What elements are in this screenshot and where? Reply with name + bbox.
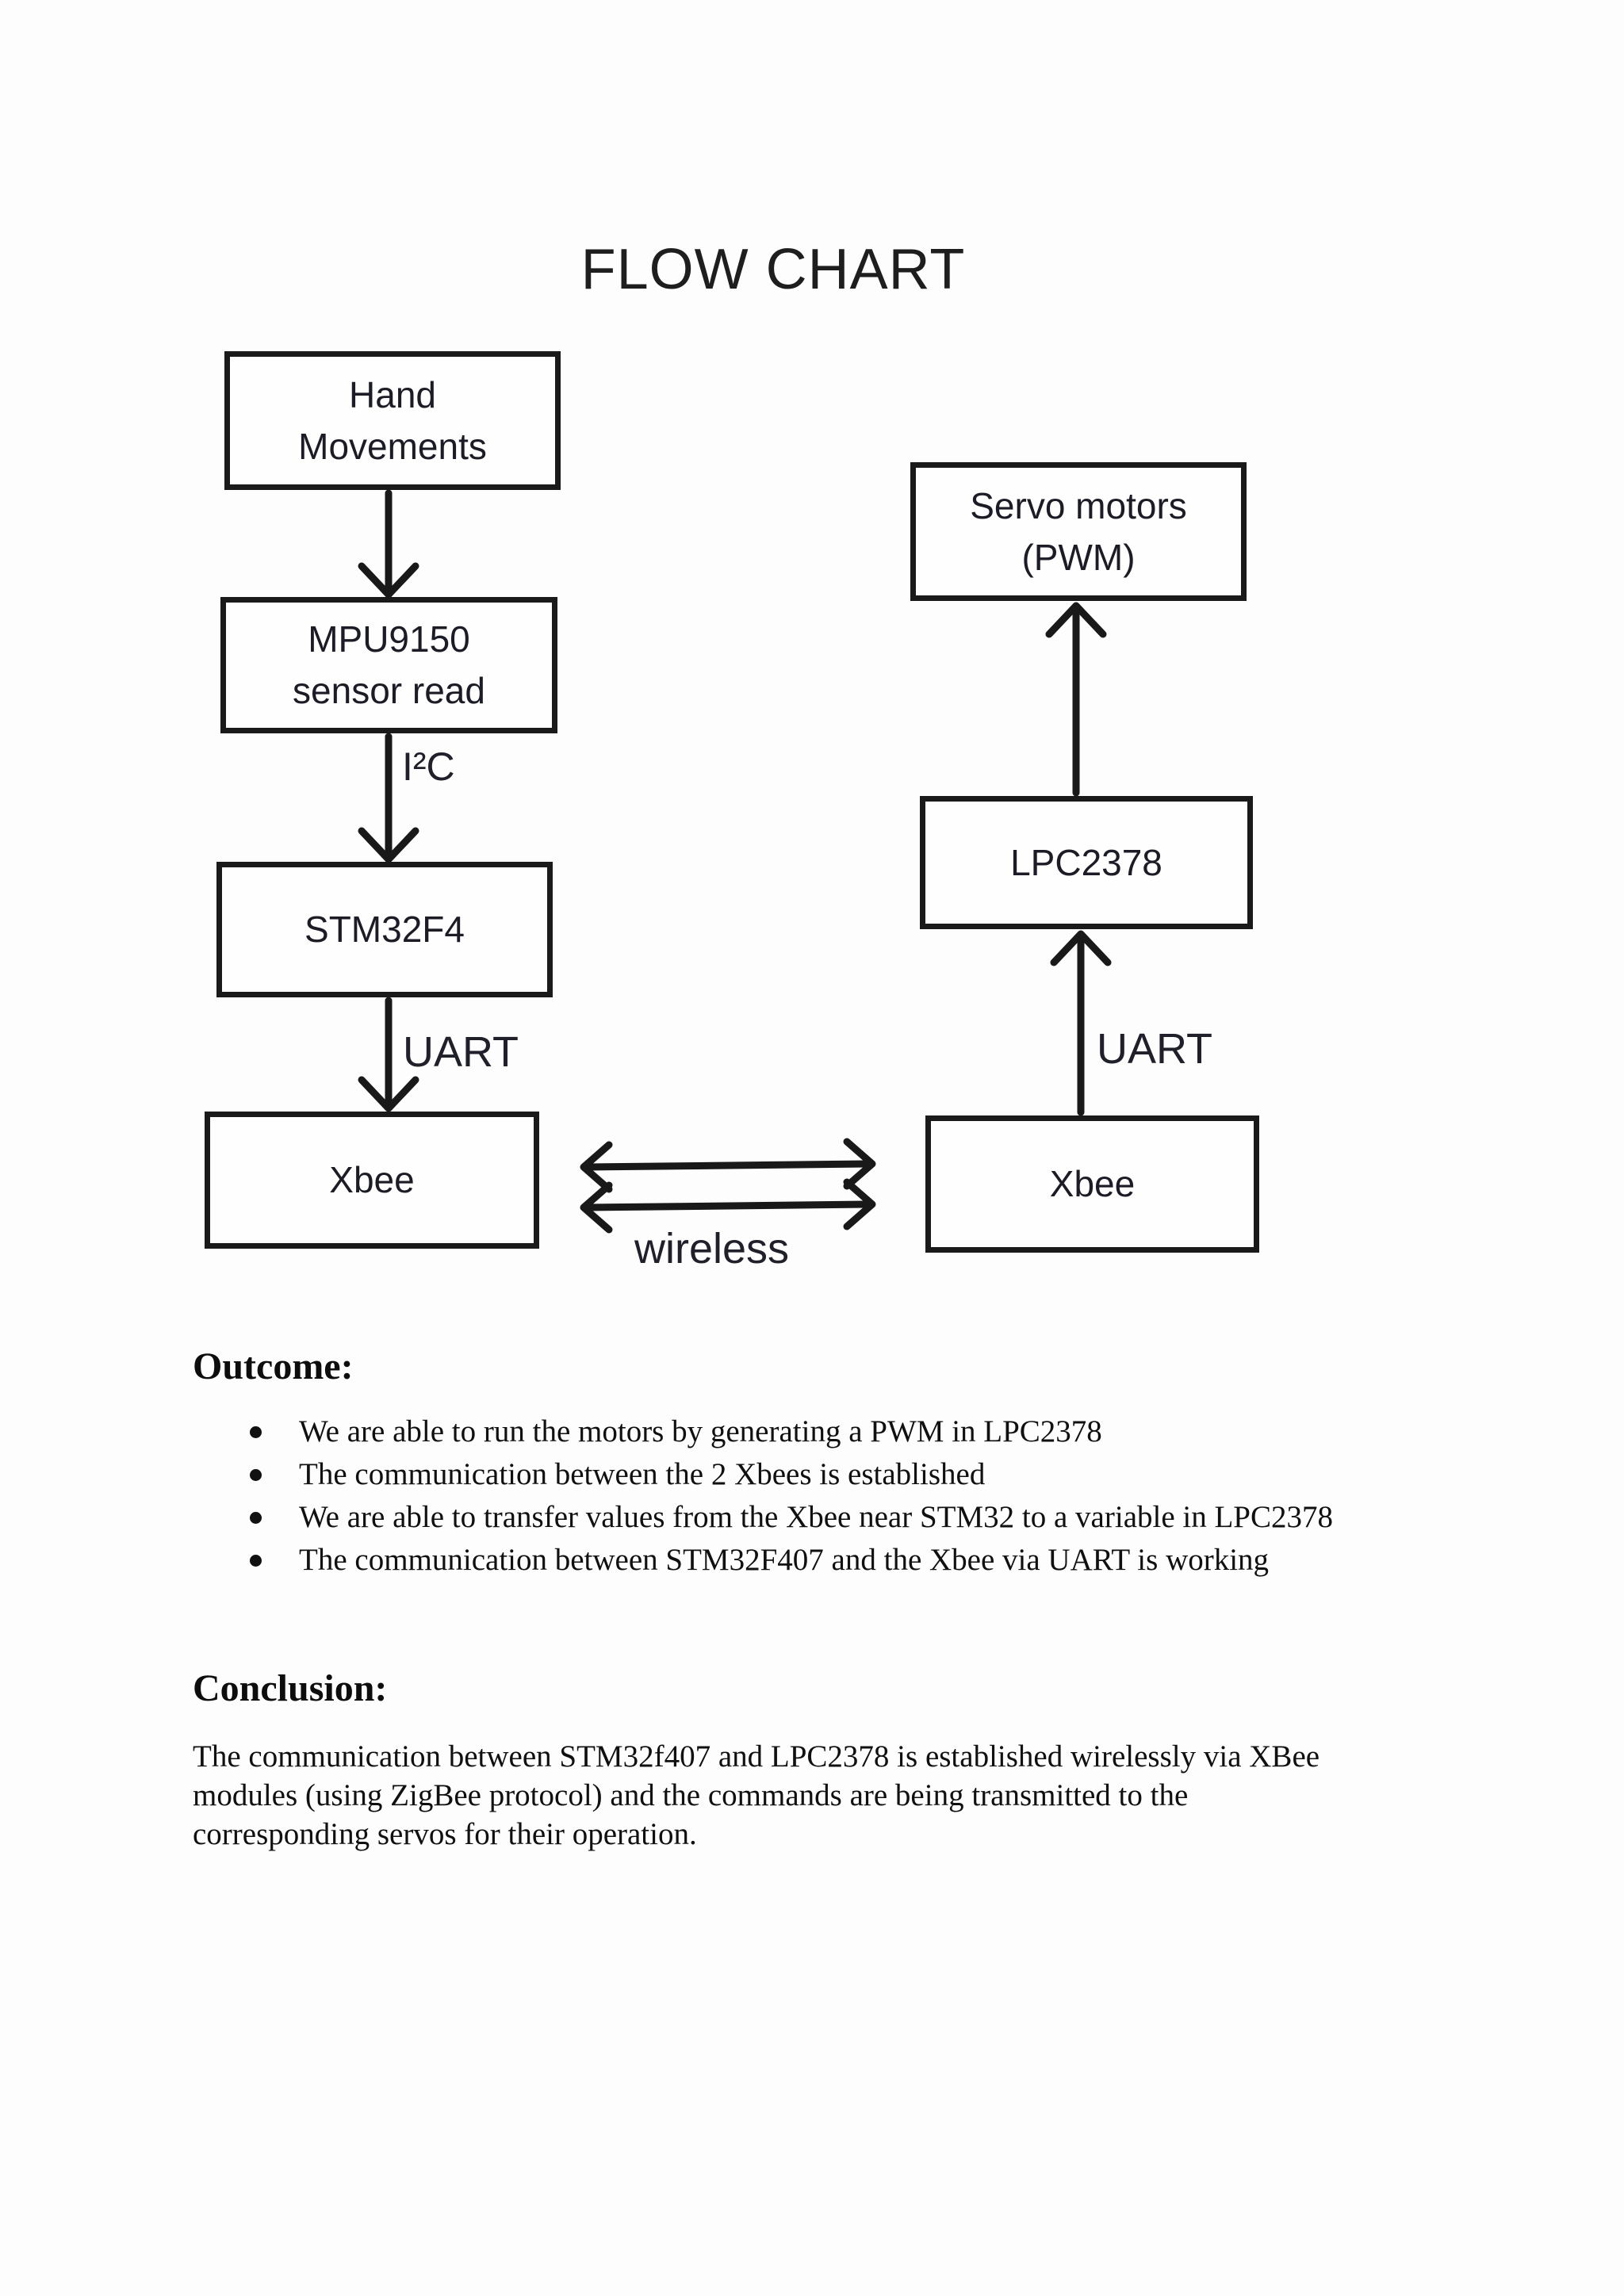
node-label-line: (PWM) — [1021, 536, 1136, 578]
node-stm32f4-label: STM32F4 — [304, 904, 465, 955]
wireless-double-arrow-lower — [580, 1178, 876, 1234]
node-stm32f4: STM32F4 — [216, 862, 553, 997]
outcome-heading: Outcome: — [193, 1345, 354, 1387]
node-servo-motors: Servo motors (PWM) — [910, 462, 1247, 601]
edge-label-uart-right: UART — [1097, 1025, 1213, 1073]
node-label-line: sensor read — [293, 670, 485, 711]
node-label-line: STM32F4 — [304, 909, 465, 950]
node-lpc2378: LPC2378 — [920, 796, 1253, 929]
outcome-bullet: We are able to transfer values from the … — [193, 1496, 1541, 1539]
arrow-hand-to-mpu — [358, 489, 419, 599]
node-lpc2378-label: LPC2378 — [1010, 837, 1162, 889]
outcome-bullet: The communication between the 2 Xbees is… — [193, 1453, 1541, 1496]
node-label-line: MPU9150 — [308, 618, 470, 660]
bullet-text: We are able to transfer values from the … — [299, 1500, 1334, 1534]
edge-label-uart-left: UART — [403, 1028, 519, 1076]
bullet-text: The communication between STM32F407 and … — [299, 1543, 1270, 1577]
conclusion-heading: Conclusion: — [193, 1667, 388, 1709]
conclusion-paragraph: The communication between STM32f407 and … — [193, 1737, 1477, 1854]
node-xbee-left-label: Xbee — [329, 1154, 414, 1206]
node-xbee-right-label: Xbee — [1050, 1158, 1135, 1210]
node-mpu9150-label: MPU9150 sensor read — [293, 614, 485, 717]
node-label-line: LPC2378 — [1010, 841, 1162, 883]
node-xbee-left: Xbee — [205, 1112, 539, 1249]
node-label-line: Servo motors — [970, 484, 1187, 526]
bullet-text: We are able to run the motors by generat… — [299, 1414, 1102, 1448]
conclusion-line: modules (using ZigBee protocol) and the … — [193, 1778, 1189, 1812]
flow-chart-title: FLOW CHART — [580, 238, 966, 301]
arrow-lpc-to-servo — [1045, 602, 1107, 797]
edge-label-i2c: I²C — [402, 744, 455, 789]
conclusion-line: corresponding servos for their operation… — [193, 1817, 697, 1851]
outcome-bullet: We are able to run the motors by generat… — [193, 1410, 1541, 1453]
conclusion-line: The communication between STM32f407 and … — [193, 1739, 1320, 1774]
bullet-text: The communication between the 2 Xbees is… — [299, 1457, 986, 1491]
arrow-xbee-to-lpc — [1050, 930, 1112, 1116]
edge-label-wireless: wireless — [634, 1225, 790, 1272]
node-label-line: Hand — [349, 373, 436, 415]
node-mpu9150: MPU9150 sensor read — [220, 597, 557, 733]
outcome-bullet: The communication between STM32F407 and … — [193, 1539, 1541, 1582]
node-label-line: Xbee — [329, 1159, 415, 1200]
outcome-bullet-list: We are able to run the motors by generat… — [193, 1410, 1541, 1582]
wireless-double-arrow-upper — [580, 1138, 876, 1193]
node-servo-motors-label: Servo motors (PWM) — [970, 480, 1187, 584]
node-label-line: Xbee — [1049, 1163, 1136, 1204]
node-xbee-right: Xbee — [925, 1115, 1259, 1253]
node-label-line: Movements — [298, 425, 487, 467]
